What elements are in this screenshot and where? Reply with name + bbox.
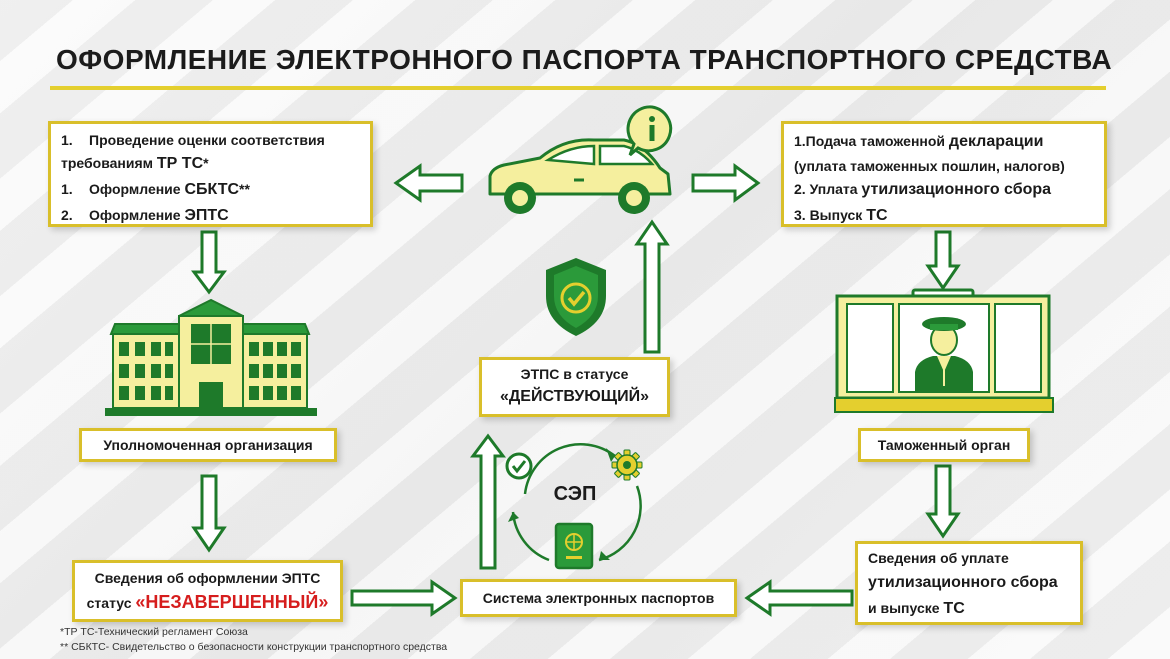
- assessment-line-2: требованиям ТР ТС*: [61, 151, 360, 177]
- status-active-line1: ЭТПС в статусе: [520, 366, 629, 382]
- car-icon: [488, 138, 672, 214]
- arrow-assessment-to-building: [191, 230, 227, 295]
- step-number: 1.: [61, 180, 73, 197]
- customs-line-2: (уплата таможенных пошлин, налогов): [794, 155, 1094, 177]
- footnote-1: *ТР ТС-Технический регламент Союза: [60, 626, 248, 638]
- gear-icon: [611, 449, 643, 481]
- epts-term: ЭПТС: [184, 206, 229, 224]
- footnote-mark: **: [239, 180, 250, 197]
- payment-info-line2: утилизационного сбора: [868, 574, 1058, 592]
- payment-info-box: Сведения об уплате утилизационного сбора…: [855, 541, 1083, 625]
- step-number: 2.: [61, 206, 73, 223]
- passport-system-box: Система электронных паспортов: [460, 579, 737, 617]
- customs-text: 3. Выпуск: [794, 206, 867, 223]
- arrow-payment-to-system: [744, 579, 854, 617]
- arrow-epts-info-to-system: [350, 579, 458, 617]
- recycling-fee-term: утилизационного сбора: [861, 180, 1052, 198]
- passport-system-label: Система электронных паспортов: [482, 590, 715, 606]
- arrow-building-to-epts-info: [191, 474, 227, 553]
- payment-info-line3: и выпуске ТС: [868, 596, 1070, 622]
- sep-label: СЭП: [553, 483, 597, 505]
- customs-body-box: Таможенный орган: [858, 428, 1030, 462]
- epts-info-box: Сведения об оформлении ЭПТС статус «НЕЗА…: [72, 560, 343, 622]
- arrow-system-to-sep: [470, 433, 506, 570]
- customs-text: (уплата таможенных пошлин, налогов): [794, 157, 1065, 174]
- arrow-car-to-assessment: [393, 163, 464, 203]
- authorized-org-box: Уполномоченная организация: [79, 428, 337, 462]
- vehicle-term: ТС: [866, 206, 888, 224]
- title-underline: [50, 86, 1106, 90]
- building-icon: [105, 298, 317, 416]
- info-bubble-icon: [626, 105, 673, 157]
- arrow-car-to-customs: [691, 163, 761, 203]
- customs-steps-box: 1.Подача таможенной декларации (уплата т…: [781, 121, 1107, 227]
- page-title: ОФОРМЛЕНИЕ ЭЛЕКТРОННОГО ПАСПОРТА ТРАНСПО…: [56, 44, 1113, 75]
- authorized-org-label: Уполномоченная организация: [103, 437, 313, 453]
- customs-line-4: 3. Выпуск ТС: [794, 203, 1094, 229]
- customs-officer-icon: [834, 288, 1054, 413]
- tr-ts-term: ТР ТС: [156, 155, 204, 173]
- assessment-line-1: 1. Проведение оценки соответствия: [61, 129, 360, 151]
- arrow-customs-to-booth: [925, 230, 961, 291]
- footnote-mark: *: [203, 155, 209, 172]
- payment-info-prefix: и выпуске: [868, 600, 944, 617]
- check-circle-icon: [505, 452, 533, 480]
- shield-check-icon: [546, 258, 606, 336]
- assessment-line-3: 1. Оформление СБКТС**: [61, 177, 360, 203]
- assessment-text: Оформление: [89, 206, 185, 223]
- assessment-text: Оформление: [89, 180, 185, 197]
- customs-line-3: 2. Уплата утилизационного сбора: [794, 177, 1094, 203]
- assessment-text: Проведение оценки соответствия: [89, 132, 325, 148]
- assessment-text: требованиям: [61, 155, 157, 172]
- footnote-2: ** СБКТС- Свидетельство о безопасности к…: [60, 641, 448, 653]
- vehicle-term: ТС: [943, 600, 965, 618]
- customs-text: 2. Уплата: [794, 180, 862, 197]
- customs-body-label: Таможенный орган: [877, 437, 1011, 453]
- epts-info-line1: Сведения об оформлении ЭПТС: [94, 570, 321, 586]
- declaration-term: декларации: [948, 133, 1044, 150]
- assessment-line-4: 2. Оформление ЭПТС: [61, 203, 360, 229]
- passport-icon: [554, 522, 594, 570]
- epts-info-prefix: статус: [86, 595, 136, 611]
- sbkts-term: СБКТС: [184, 180, 240, 198]
- step-number: 1.: [61, 132, 73, 148]
- sep-cycle-diagram: [508, 442, 642, 562]
- customs-line-1: 1.Подача таможенной декларации: [794, 129, 1094, 155]
- payment-info-line1: Сведения об уплате: [868, 550, 1009, 566]
- arrow-status-to-car: [634, 219, 670, 354]
- customs-text: 1.Подача таможенной: [794, 133, 949, 149]
- epts-info-line2: статус «НЕЗАВЕРШЕННЫЙ»: [75, 589, 340, 616]
- status-active-box: ЭТПС в статусе «ДЕЙСТВУЮЩИЙ»: [479, 357, 670, 417]
- status-active-label: «ДЕЙСТВУЮЩИЙ»: [500, 388, 649, 405]
- assessment-steps-box: 1. Проведение оценки соответствия требова…: [48, 121, 373, 227]
- status-incomplete-label: «НЕЗАВЕРШЕННЫЙ»: [135, 592, 329, 612]
- arrow-officer-to-payment: [925, 464, 961, 539]
